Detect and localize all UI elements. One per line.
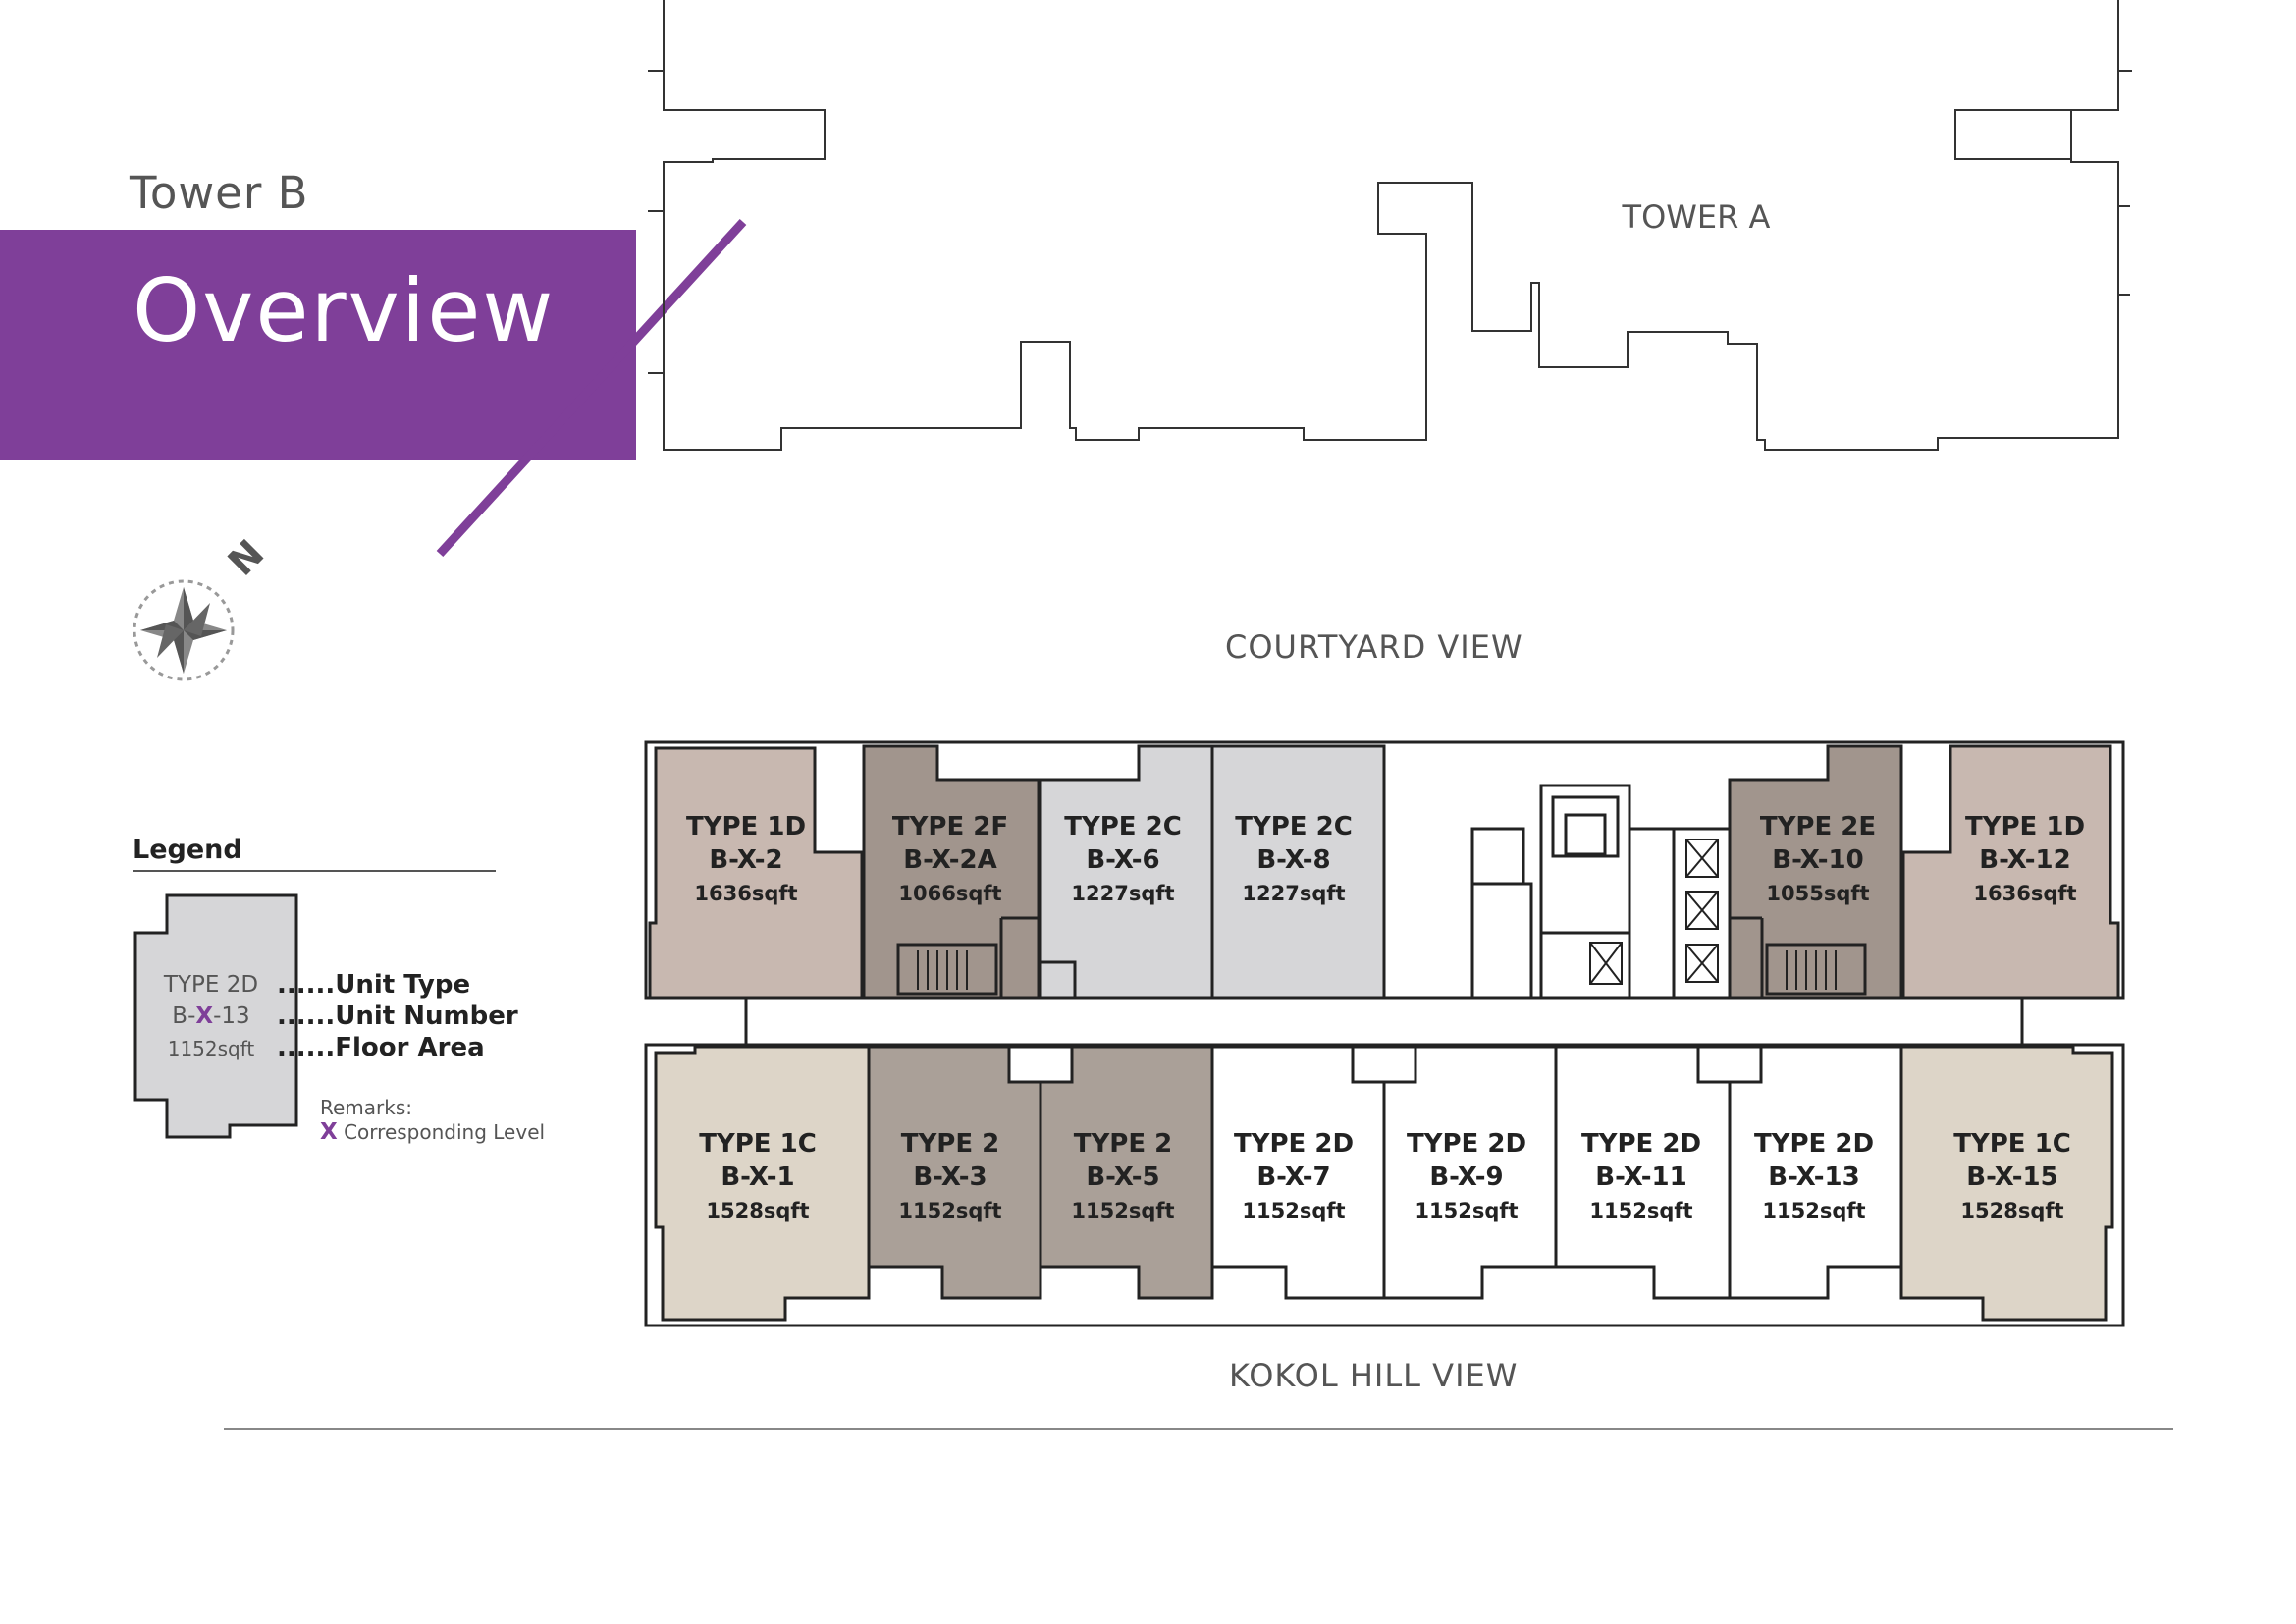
- banner-diagonal-line: [436, 218, 747, 558]
- legend-title: Legend: [133, 835, 242, 865]
- unit-shape: [1210, 744, 1386, 1000]
- title-banner: [0, 230, 636, 460]
- page-title: Overview: [133, 260, 556, 361]
- legend-unit-type-desc: ......Unit Type: [277, 970, 471, 1000]
- lift-icon: [1589, 839, 1719, 985]
- top-unit-details: [896, 916, 1867, 1000]
- unit-shape: [862, 744, 1041, 1000]
- legend-unit-number-desc: ......Unit Number: [277, 1001, 518, 1031]
- unit-shape: [1901, 744, 2120, 1000]
- legend-sample-unit: [133, 893, 298, 1139]
- north-label: N: [220, 531, 273, 584]
- remarks-line: X Corresponding Level: [320, 1119, 546, 1145]
- tower-a-label: TOWER A: [1622, 198, 1771, 236]
- unit-shape: [648, 746, 864, 1000]
- compass-rose-icon: [133, 579, 235, 681]
- legend-sample-type: TYPE 2D: [163, 972, 259, 998]
- tower-label: Tower B: [130, 167, 309, 219]
- tower-a-outline: [648, 0, 2132, 451]
- courtyard-view-label: COURTYARD VIEW: [1225, 628, 1523, 666]
- legend-sample-area: 1152sqft: [167, 1037, 255, 1060]
- bottom-divider: [224, 1428, 2173, 1430]
- kokol-hill-view-label: KOKOL HILL VIEW: [1229, 1357, 1519, 1394]
- legend-floor-area-desc: ......Floor Area: [277, 1033, 485, 1062]
- legend-divider: [133, 870, 496, 872]
- remarks-title: Remarks:: [320, 1096, 413, 1119]
- unit-shape: [1899, 1045, 2114, 1322]
- legend-sample-number: B-X-13: [172, 1003, 250, 1029]
- core-lift-lobby: [1470, 784, 1732, 1000]
- bottom-units: [654, 1045, 2114, 1322]
- top-units: [648, 744, 2120, 1000]
- unit-shape: [654, 1045, 871, 1322]
- bottom-unit-balconies: [1007, 1045, 1763, 1084]
- stair-icon: [917, 950, 1837, 990]
